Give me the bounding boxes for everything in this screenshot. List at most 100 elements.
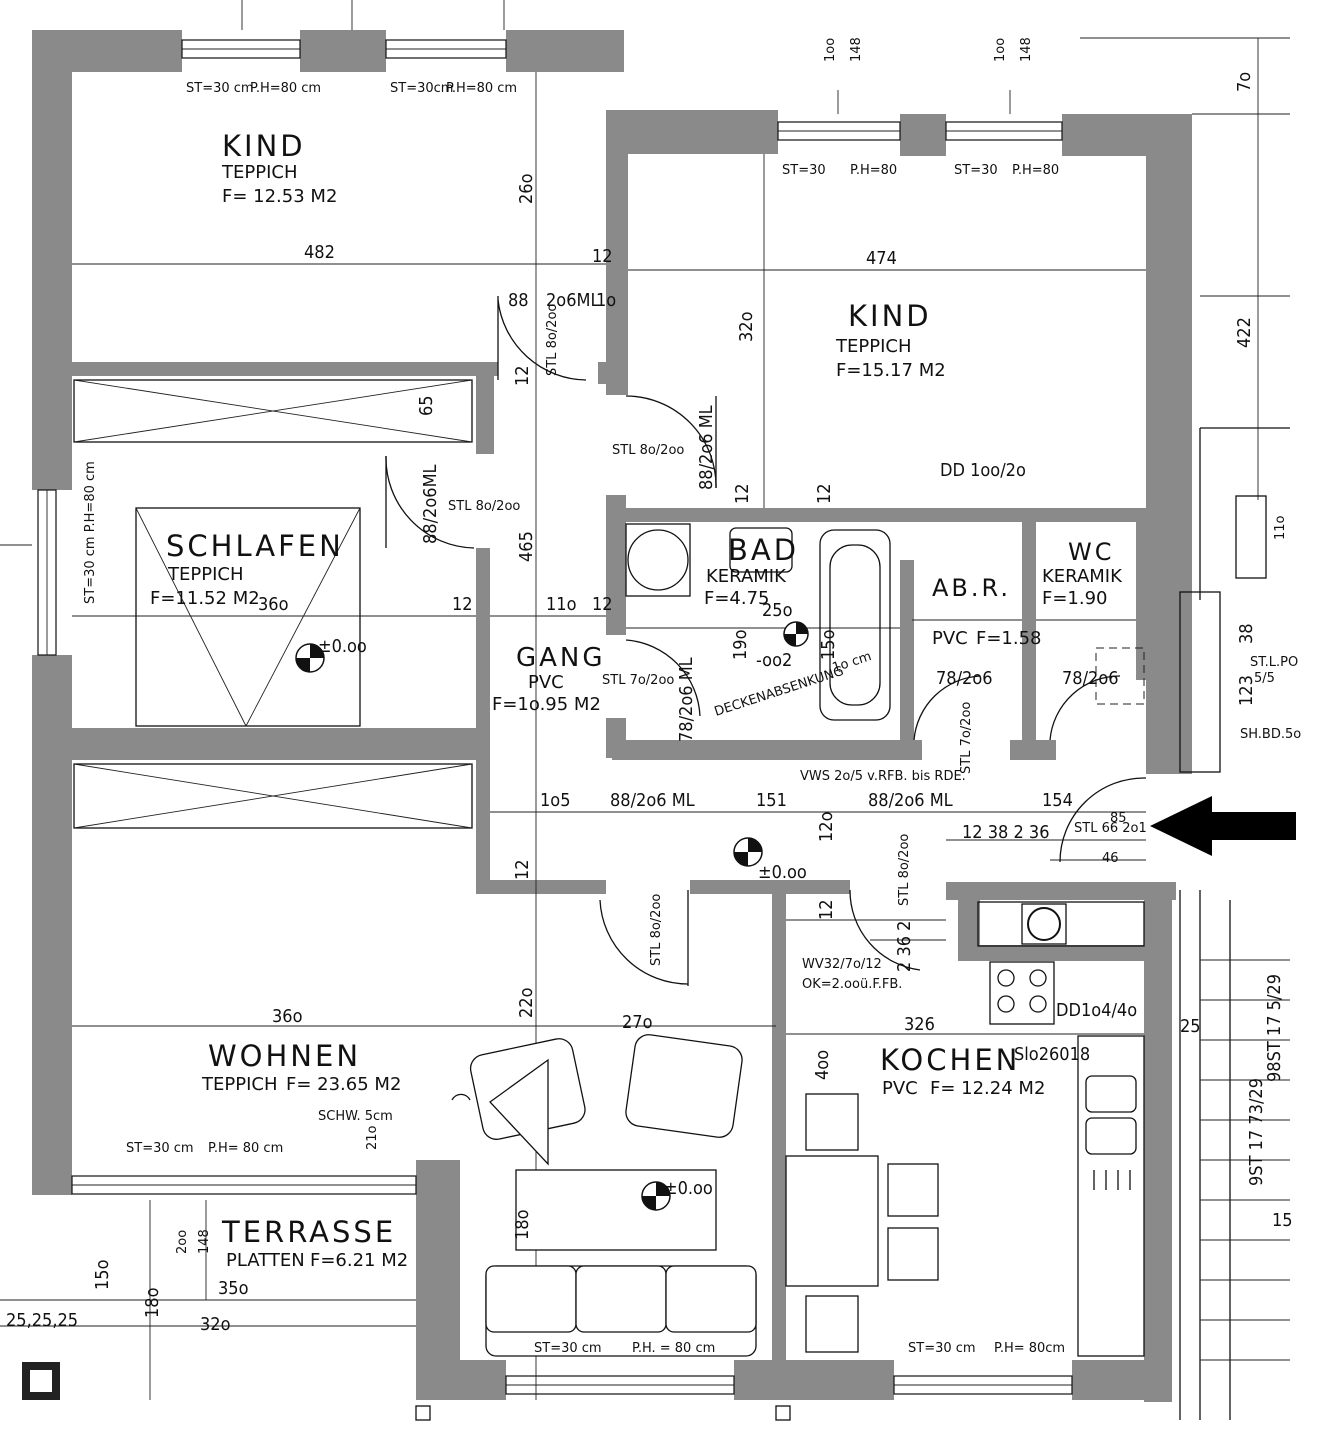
dim-270: 27o [622,1012,653,1033]
dim-474: 474 [866,248,897,269]
note-dd: DD 1oo/2o [940,460,1026,481]
dim-12-c: 12 [592,594,613,615]
dim-148-b: 148 [1019,37,1034,62]
dim-148-c: 148 [197,1229,212,1254]
dim-105: 1o5 [540,790,571,811]
note-sio: Slo26018 [1014,1044,1090,1065]
room-floor-wohnen: TEPPICH [201,1074,278,1095]
room-name-wohnen: WOHNEN [208,1039,361,1073]
dim-15: 15 [1272,1210,1293,1231]
room-name-gang: GANG [516,643,606,673]
dim-250: 25o [762,600,793,621]
wardrobe-kind1 [73,379,473,443]
dim-12-d: 12 [512,365,533,386]
kitchen-fixtures [977,901,1145,1357]
note-dd-2: DD1o4/4o [1056,1000,1137,1021]
room-area-kochen: F= 12.24 M2 [930,1078,1045,1099]
note-schw: SCHW. 5cm [318,1109,393,1124]
dim-190: 19o [730,629,751,660]
bathroom-fixtures [625,523,1145,721]
room-labels: KIND TEPPICH F= 12.53 M2 KIND TEPPICH F=… [150,129,1123,1271]
note-stl-8: STL 66 2o1 [1074,821,1147,836]
room-name-kind-1: KIND [222,129,306,163]
dim-200-a: 2oo [175,1230,190,1254]
dim-210: 21o [365,1125,380,1150]
room-floor-abr: PVC [932,628,968,649]
window-height-8: P.H= 80cm [994,1341,1065,1356]
window-sill-4: ST=30 [954,163,998,178]
room-floor-terrasse: PLATTEN [226,1250,305,1271]
room-floor-kind-2: TEPPICH [835,336,912,357]
dim-12-e: 12 [732,483,753,504]
dim-110: 11o [546,594,577,615]
dim-326: 326 [904,1014,935,1035]
dim-320: 32o [736,311,757,342]
window-sill-6: ST=30 cm [126,1141,194,1156]
room-name-bad: BAD [728,533,799,567]
dim-25-25: 25,25,25 [6,1310,78,1331]
room-name-kind-2: KIND [848,299,932,333]
dim-350: 35o [218,1278,249,1299]
note-shbd: SH.BD.5o [1240,727,1301,742]
window-sill-3: ST=30 [782,163,826,178]
window-height-4: P.H=80 [1012,163,1059,178]
room-area-schlafen: F=11.52 M2 [150,588,260,609]
dim-38: 38 [1236,623,1257,644]
walls [32,30,1192,1402]
dim-150-b: 15o [818,629,839,660]
note-vws: VWS 2o/5 v.RFB. bis RDE. [800,769,966,784]
dim-123: 123 [1236,675,1257,706]
dim-65: 65 [416,395,437,416]
dim-100-a: 1oo [823,38,838,62]
dim-46: 46 [1102,851,1119,866]
dim-465: 465 [516,531,537,562]
room-area-terrasse: F=6.21 M2 [310,1250,408,1271]
dim-422: 422 [1234,317,1255,348]
room-floor-kind-1: TEPPICH [221,162,298,183]
dim-150: 15o [92,1259,113,1290]
room-area-bad: F=4.75 [704,588,770,609]
window-sill-7: ST=30 cm [534,1341,602,1356]
dim-78206-a: 78/2o6 [936,668,993,689]
level-label-1: ±0.oo [318,636,367,657]
note-stl-5: STL 8o/2oo [649,894,664,966]
dining-table [785,1093,939,1353]
stairs [1179,427,1290,1420]
note-stl-po: ST.L.PO [1250,655,1298,670]
level-label-2: ±0.oo [758,862,807,883]
dim-400: 4oo [812,1050,833,1080]
dim-12382: 12 38 2 36 [962,822,1050,843]
dim-88206-a: 88/2o6 ML [696,405,717,490]
window-height-1: P.H=80 cm [250,81,321,96]
doors [385,296,1147,986]
dim-100-b: 1oo [993,38,1008,62]
dim-12-h: 12 [816,899,837,920]
room-name-wc: WC [1068,538,1115,566]
dim-12-g: 12 [512,859,533,880]
terrace-posts [22,1362,791,1421]
dim-78206-c: 78/2o6 ML [676,657,697,742]
room-floor-wc: KERAMIK [1042,566,1123,587]
dim-002: -oo2 [756,650,792,671]
dim-220: 22o [516,987,537,1018]
room-floor-bad: KERAMIK [706,566,787,587]
note-ok: OK=2.ooü.F.FB. [802,977,902,992]
wardrobe-wohnen [73,763,473,829]
dim-260: 26o [516,173,537,204]
dim-25: 25 [1180,1016,1201,1037]
dim-10: 1o [596,290,616,311]
note-stl-3: STL 8o/2oo [612,443,684,458]
dim-78206-b: 78/2o6 [1062,668,1119,689]
window-height-3: P.H=80 [850,163,897,178]
dim-148-a: 148 [849,37,864,62]
window-sill-8: ST=30 cm [908,1341,976,1356]
dim-154: 154 [1042,790,1073,811]
dim-2362: 2 36 2 [894,921,915,973]
windows [37,39,1073,1395]
dim-70: 7o [1234,72,1255,92]
dim-151: 151 [756,790,787,811]
dim-206ml: 2o6ML [546,290,600,311]
room-area-kind-2: F=15.17 M2 [836,360,946,381]
level-marks [295,621,809,1211]
